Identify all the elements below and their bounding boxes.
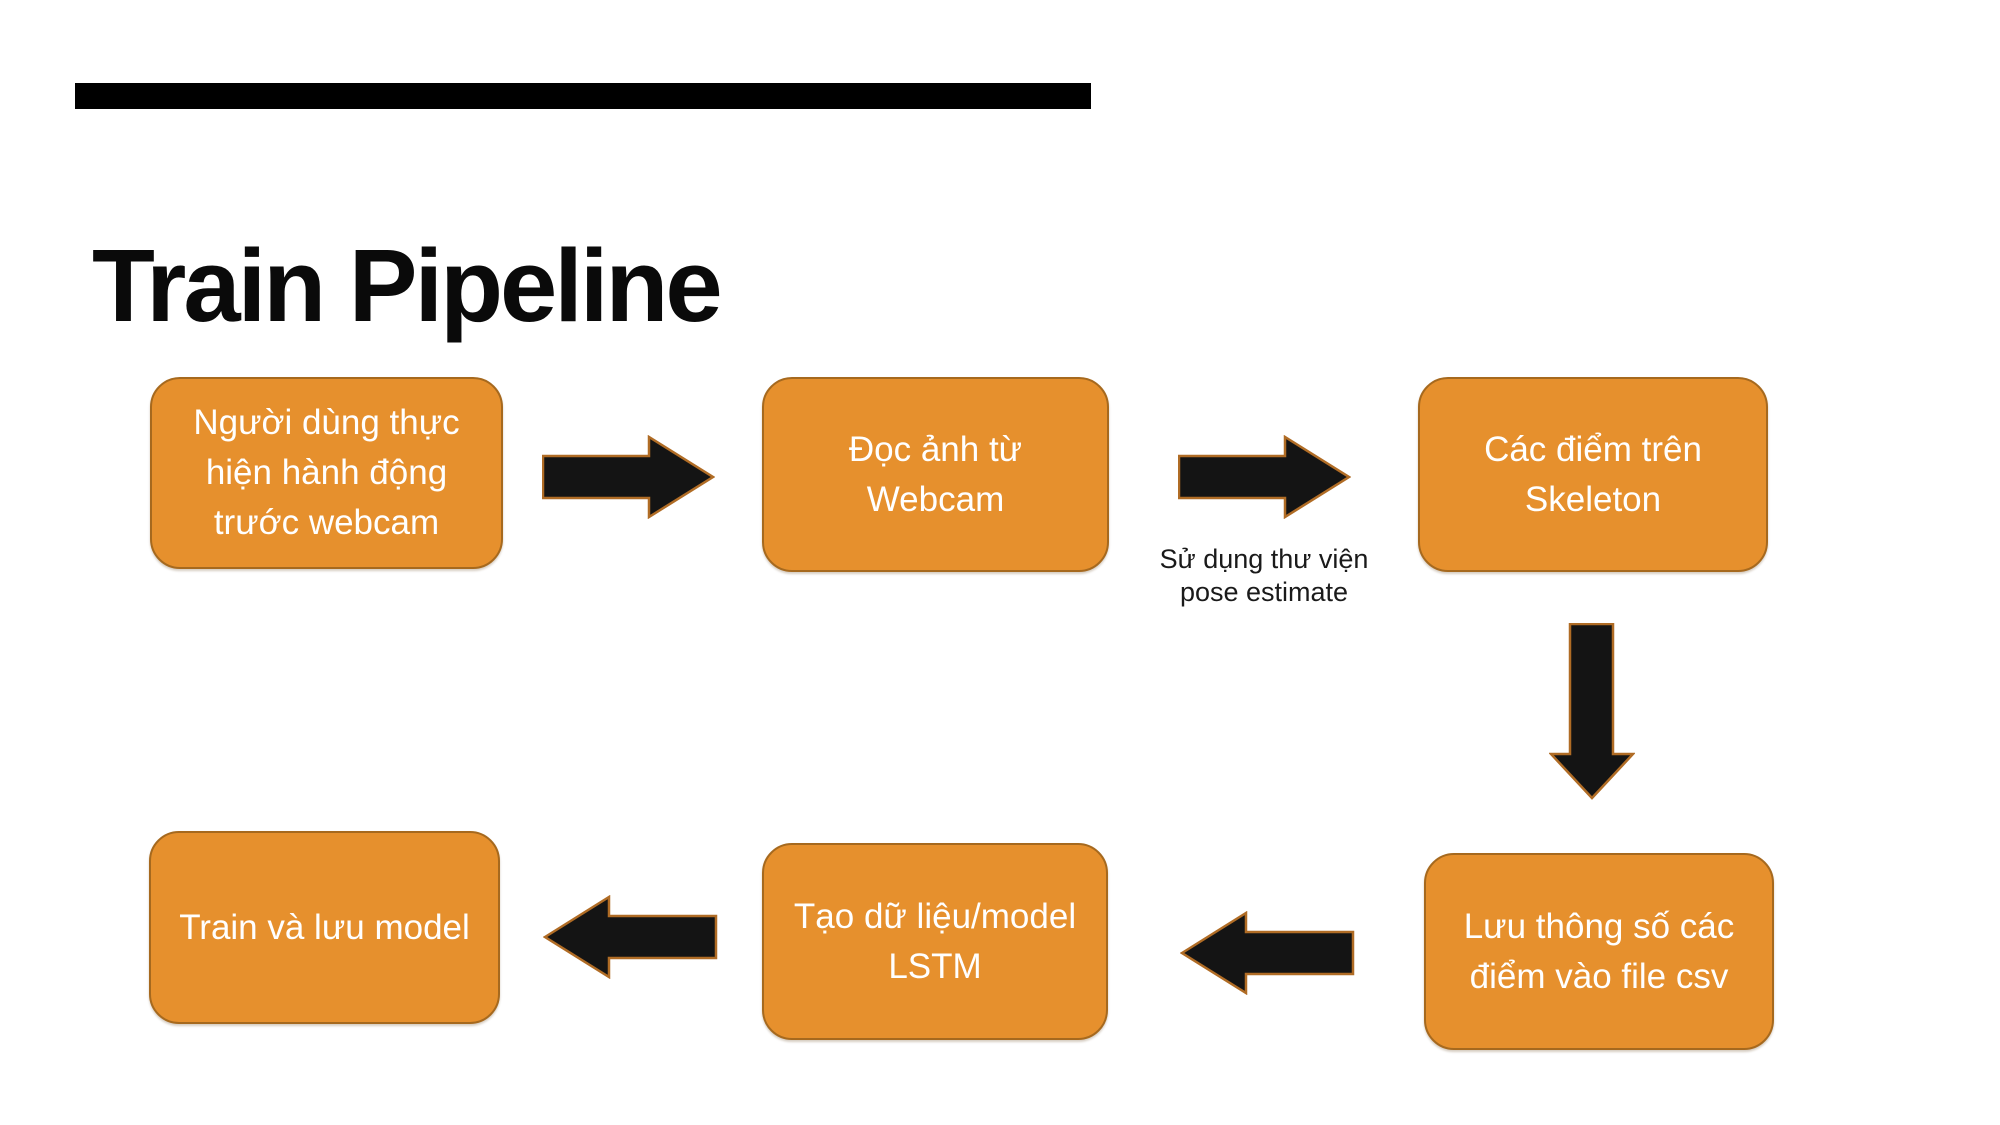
node-user-action: Người dùng thực hiện hành động trước web… bbox=[150, 377, 503, 569]
arrow-caption: Sử dụng thư viện pose estimate bbox=[1159, 544, 1369, 607]
node-skeleton-points: Các điểm trên Skeleton bbox=[1418, 377, 1768, 572]
page-title: Train Pipeline bbox=[92, 228, 723, 343]
node-label: Các điểm trên Skeleton bbox=[1484, 429, 1702, 519]
arrow-left-icon bbox=[1180, 911, 1355, 995]
node-train-save: Train và lưu model bbox=[149, 831, 500, 1024]
arrow-left-icon bbox=[543, 895, 718, 979]
node-create-lstm: Tạo dữ liệu/model LSTM bbox=[762, 843, 1108, 1040]
arrow-right-icon bbox=[542, 435, 715, 519]
title-accent-bar bbox=[75, 83, 1091, 109]
node-label: Lưu thông số các điểm vào file csv bbox=[1463, 906, 1735, 996]
node-label: Người dùng thực hiện hành động trước web… bbox=[193, 403, 460, 542]
arrow-right-icon bbox=[1178, 435, 1351, 519]
node-label: Đọc ảnh từ Webcam bbox=[848, 429, 1023, 519]
node-label: Tạo dữ liệu/model LSTM bbox=[793, 896, 1077, 986]
node-label: Train và lưu model bbox=[179, 907, 470, 947]
arrow-down-icon bbox=[1549, 623, 1635, 800]
node-save-csv: Lưu thông số các điểm vào file csv bbox=[1424, 853, 1774, 1050]
node-read-webcam: Đọc ảnh từ Webcam bbox=[762, 377, 1109, 572]
